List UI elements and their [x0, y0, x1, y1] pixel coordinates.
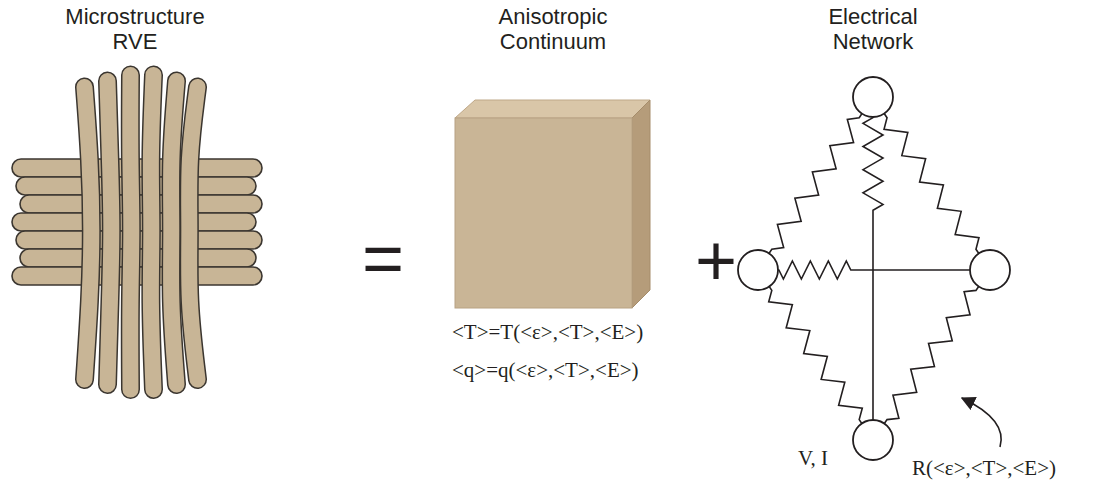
continuum-block — [455, 100, 650, 308]
resistor-symbol — [758, 270, 873, 440]
warp-strand — [189, 87, 197, 380]
resistance-label: R(<ε>,<T>,<E>) — [912, 456, 1056, 480]
network-node — [853, 420, 893, 460]
resistor-symbol — [758, 261, 990, 279]
warp-strand-outline — [130, 75, 131, 390]
warp-strand-outline — [108, 81, 112, 385]
signal-label: V, I — [798, 446, 828, 470]
resistor-symbol — [758, 97, 873, 270]
heading: Electrical Network — [803, 4, 943, 55]
yarn-weave — [12, 75, 262, 390]
resistor-symbol — [873, 270, 990, 440]
electrical-network — [738, 77, 1010, 460]
warp-strand — [85, 87, 92, 380]
warp-strand — [108, 81, 112, 385]
warp-strand-outline — [189, 87, 197, 380]
weft-strand — [20, 195, 262, 213]
warp-strand — [151, 75, 154, 390]
heading: Microstructure RVE — [50, 4, 220, 55]
network-node — [738, 250, 778, 290]
plus-sign: + — [695, 224, 737, 296]
resistor-symbol — [863, 97, 883, 440]
resistor-symbol — [873, 97, 990, 270]
network-node — [853, 77, 893, 117]
warp-strand-outline — [151, 75, 154, 390]
network-node — [970, 250, 1010, 290]
warp-strand — [171, 81, 176, 385]
warp-strand — [130, 75, 131, 390]
formula: <q>=q(<ε>,<T>,<E>) — [452, 358, 639, 382]
formula: <T>=T(<ε>,<T>,<E>) — [452, 320, 643, 344]
equals-sign: = — [362, 222, 404, 294]
warp-strand-outline — [85, 87, 92, 380]
heading: Anisotropic Continuum — [478, 4, 628, 55]
leader-arrow — [962, 398, 1001, 447]
warp-strand-outline — [171, 81, 176, 385]
